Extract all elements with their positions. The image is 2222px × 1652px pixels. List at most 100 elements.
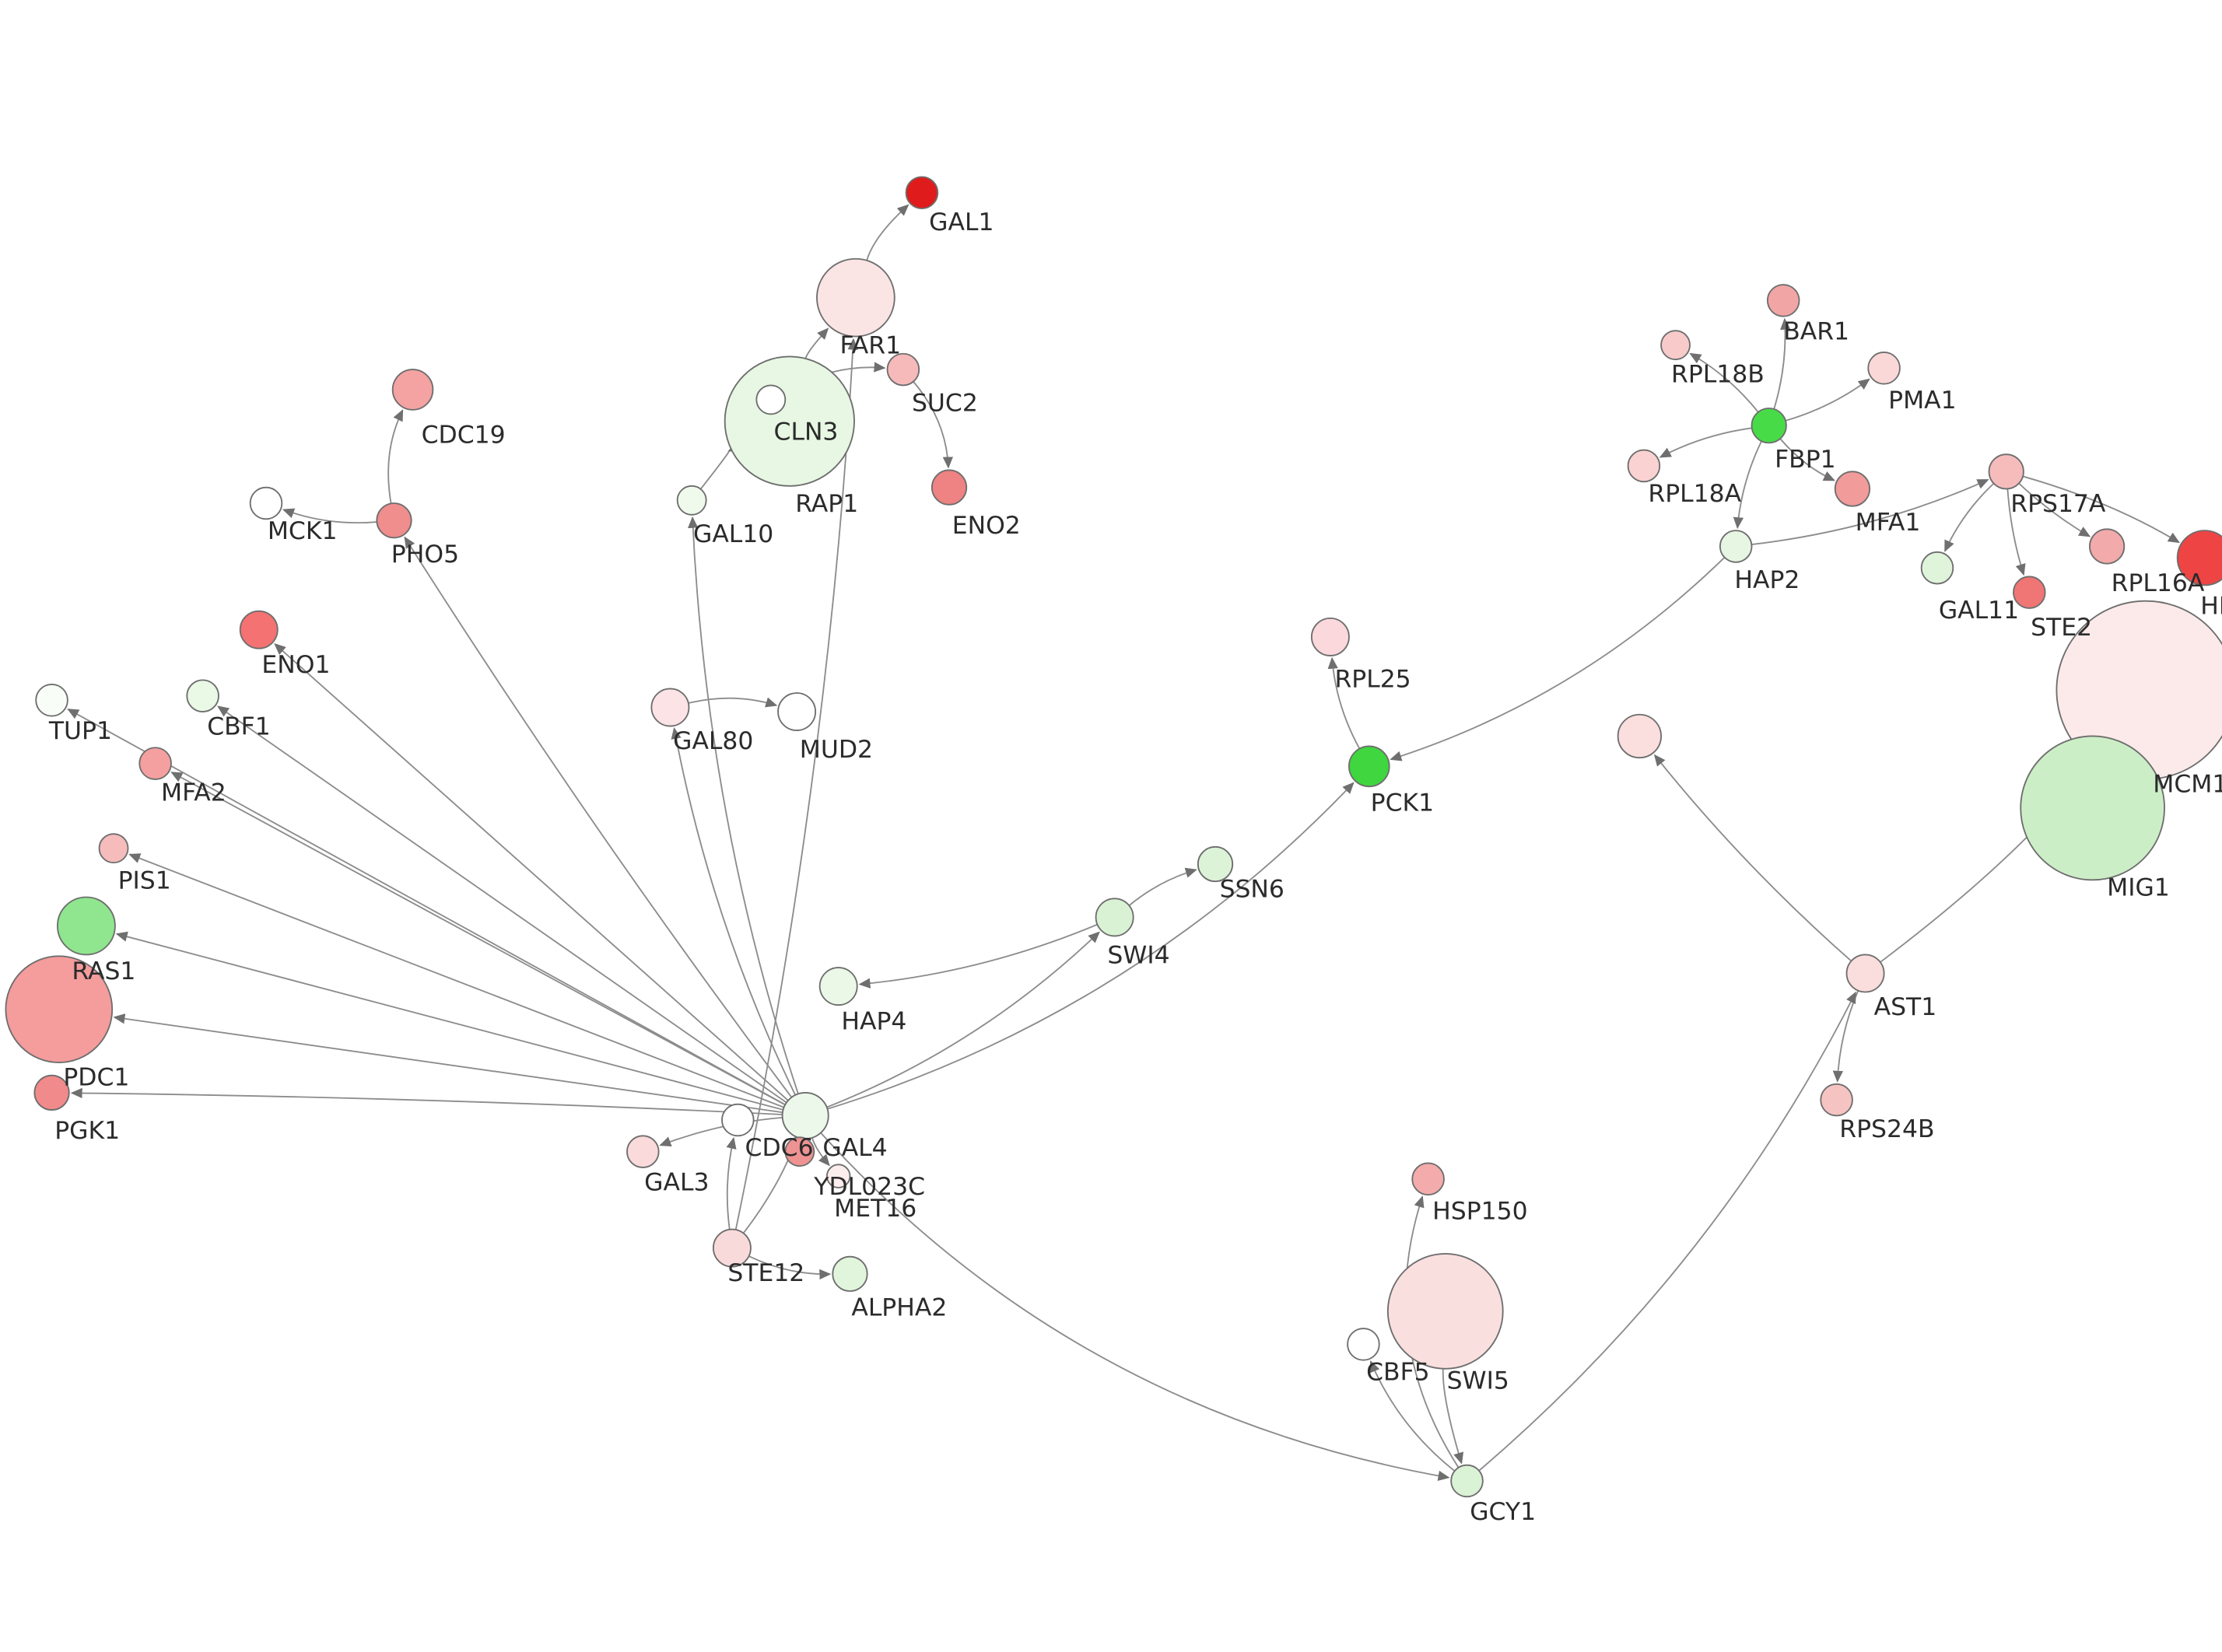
node-rpl18b[interactable]: [1660, 330, 1691, 361]
node-pck1[interactable]: [1348, 745, 1390, 788]
edge-gcy1-ast1[interactable]: [1478, 991, 1856, 1472]
edge-ste12-cdc6[interactable]: [726, 1136, 737, 1230]
edge-gal4-pho5[interactable]: [404, 536, 793, 1098]
node-rap1[interactable]: [755, 384, 787, 415]
node-swi4[interactable]: [1095, 898, 1134, 937]
edge-ast1-node1[interactable]: [1653, 754, 1852, 962]
node-mig1[interactable]: [2020, 735, 2165, 881]
node-rps17a[interactable]: [1988, 453, 2024, 490]
edge-gal4-mfa2[interactable]: [170, 772, 786, 1106]
edge-gal4-eno1[interactable]: [274, 643, 789, 1101]
node-fbp1[interactable]: [1751, 408, 1787, 444]
edge-gal4-pdc1[interactable]: [113, 1013, 783, 1114]
node-gal11[interactable]: [1920, 551, 1954, 585]
edge-fbp1-rpl18b[interactable]: [1689, 352, 1759, 413]
edge-rps17a-his4[interactable]: [2022, 475, 2180, 544]
edge-gcy1-cbf5[interactable]: [1369, 1360, 1456, 1472]
node-gcy1[interactable]: [1450, 1464, 1484, 1498]
edge-gal80-mud2[interactable]: [688, 697, 778, 708]
edge-hap2-pck1[interactable]: [1390, 557, 1726, 761]
node-met16[interactable]: [825, 1164, 851, 1188]
node-label-ydl023c: YDL023C: [813, 1173, 925, 1201]
node-gal1[interactable]: [905, 176, 939, 209]
node-ste12[interactable]: [712, 1228, 752, 1268]
edge-gal10-cln3[interactable]: [699, 441, 741, 490]
node-pdc1[interactable]: [5, 955, 114, 1064]
node-suc2[interactable]: [886, 352, 920, 387]
edge-rps17a-gal11[interactable]: [1944, 482, 1995, 552]
edge-gal4-swi4[interactable]: [826, 931, 1100, 1108]
node-mfa2[interactable]: [138, 747, 172, 780]
node-alpha2[interactable]: [832, 1255, 868, 1292]
edge-ast1-rps24b[interactable]: [1832, 990, 1859, 1083]
edge-ste12-alpha2[interactable]: [748, 1255, 832, 1280]
edge-gal4-pgk1[interactable]: [70, 1087, 783, 1115]
edge-swi4-hap4[interactable]: [858, 923, 1098, 989]
node-far1[interactable]: [816, 257, 895, 338]
node-gal10[interactable]: [676, 485, 707, 516]
node-ssn6[interactable]: [1197, 845, 1234, 883]
edge-pck1-rpl25[interactable]: [1327, 656, 1361, 749]
node-rpl25[interactable]: [1310, 617, 1350, 656]
node-pgk1[interactable]: [33, 1074, 70, 1111]
node-mud2[interactable]: [777, 692, 817, 731]
edge-gal4-pck1[interactable]: [827, 782, 1355, 1110]
edge-gal4-tup1[interactable]: [67, 709, 786, 1106]
node-gal3[interactable]: [626, 1135, 660, 1168]
node-pma1[interactable]: [1867, 351, 1901, 385]
node-cbf5[interactable]: [1347, 1328, 1380, 1361]
node-cln3[interactable]: [724, 355, 855, 487]
edge-fbp1-bar1[interactable]: [1773, 317, 1791, 410]
edge-swi4-ssn6[interactable]: [1128, 867, 1197, 906]
edge-gal4-met16[interactable]: [811, 1137, 830, 1167]
edge-fbp1-hap2[interactable]: [1733, 440, 1762, 530]
node-eno2[interactable]: [931, 469, 968, 506]
node-hap4[interactable]: [818, 967, 858, 1006]
edge-gal4-ras1[interactable]: [115, 931, 783, 1111]
edge-rps17a-ste2[interactable]: [2006, 488, 2026, 576]
node-gal80[interactable]: [650, 688, 690, 727]
edge-ste12-far1[interactable]: [734, 338, 858, 1230]
node-hap2[interactable]: [1719, 530, 1753, 563]
edge-swi5-gcy1[interactable]: [1442, 1368, 1464, 1465]
node-rpl16a[interactable]: [2089, 528, 2126, 565]
edge-far1-gal1[interactable]: [866, 204, 909, 261]
node-rps24b[interactable]: [1820, 1083, 1853, 1117]
node-pis1[interactable]: [98, 833, 129, 864]
edge-suc2-eno2[interactable]: [913, 381, 954, 469]
node-ast1[interactable]: [1845, 954, 1885, 993]
node-mck1[interactable]: [249, 486, 283, 520]
edge-gal4-gal80[interactable]: [671, 727, 797, 1096]
node-ste2[interactable]: [2013, 576, 2046, 609]
node-pho5[interactable]: [376, 502, 412, 539]
edge-gal4-gal10[interactable]: [688, 516, 799, 1094]
edge-fbp1-mfa1[interactable]: [1779, 438, 1835, 481]
edge-fbp1-rpl18a[interactable]: [1659, 427, 1752, 458]
node-ras1[interactable]: [57, 896, 116, 956]
node-bar1[interactable]: [1766, 284, 1800, 317]
edge-rps17a-rpl16a[interactable]: [2018, 482, 2091, 537]
edge-fbp1-pma1[interactable]: [1785, 378, 1870, 422]
node-swi5[interactable]: [1386, 1253, 1504, 1370]
node-cbf1[interactable]: [186, 679, 219, 712]
node-rpl18a[interactable]: [1627, 449, 1661, 483]
edge-pho5-cdc19[interactable]: [387, 409, 404, 504]
edge-gal4-cbf1[interactable]: [217, 705, 787, 1104]
node-hsp150[interactable]: [1411, 1162, 1445, 1196]
node-gal4[interactable]: [781, 1091, 829, 1139]
node-eno1[interactable]: [239, 610, 279, 649]
edge-pho5-mck1[interactable]: [282, 508, 377, 524]
node-node1[interactable]: [1617, 713, 1662, 759]
node-cdc19[interactable]: [391, 369, 434, 411]
edge-gal4-gal3[interactable]: [659, 1116, 783, 1146]
node-label-gcy1: GCY1: [1470, 1498, 1536, 1526]
node-ydl023c[interactable]: [784, 1136, 815, 1167]
edge-cln3-far1[interactable]: [804, 327, 829, 359]
edge-gal4-gcy1[interactable]: [820, 1132, 1450, 1482]
edge-hap2-rps17a[interactable]: [1751, 479, 1989, 545]
node-cdc6[interactable]: [721, 1103, 755, 1137]
edge-gal4-pis1[interactable]: [128, 853, 784, 1108]
node-mfa1[interactable]: [1834, 471, 1871, 507]
node-tup1[interactable]: [35, 683, 68, 717]
node-his4[interactable]: [2176, 530, 2222, 586]
